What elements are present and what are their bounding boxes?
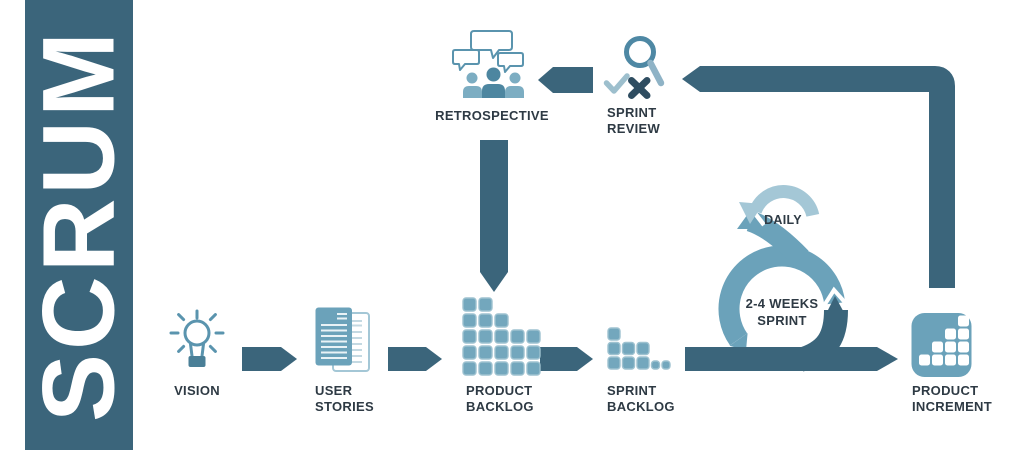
product-increment-label: PRODUCT INCREMENT	[912, 383, 992, 414]
user-stories-label: USER STORIES	[315, 383, 374, 414]
x-icon	[628, 77, 651, 99]
backlog-to-sprint-arrow	[540, 347, 593, 371]
title-banner: SCRUM	[22, 0, 136, 450]
sprint-backlog-label: SPRINT BACKLOG	[607, 383, 675, 414]
magnifier-review-icon	[603, 36, 665, 99]
lightbulb-icon	[169, 309, 225, 367]
vision-to-stories-arrow	[242, 347, 297, 371]
backlog-grid-icon	[462, 297, 541, 376]
stories-to-backlog-arrow	[388, 347, 442, 371]
daily-label: DAILY	[764, 213, 802, 227]
team-discussion-icon	[452, 30, 524, 98]
sprint-cycle-label: 2-4 WEEKS SPRINT	[745, 296, 819, 328]
retrospective-label: RETROSPECTIVE	[435, 108, 549, 123]
sprint-to-increment-band	[685, 347, 898, 371]
daily-loop-arc	[749, 185, 820, 218]
speech-bubbles	[452, 30, 524, 73]
feedback-band	[682, 66, 955, 288]
vision-label: VISION	[174, 383, 220, 398]
product-backlog-label: PRODUCT BACKLOG	[466, 383, 534, 414]
magnifier-handle	[647, 59, 665, 87]
people-silhouettes	[463, 67, 524, 98]
magnifier-glass	[624, 36, 656, 68]
sprint-cycle-arc	[718, 245, 846, 346]
daily-loop-arrowhead	[739, 202, 763, 224]
sprint-loop	[718, 185, 851, 372]
check-icon	[603, 73, 630, 94]
sprint-review-label: SPRINT REVIEW	[607, 105, 661, 136]
retro-to-backlog-arrow	[480, 140, 508, 292]
sprint-backlog-grid-icon	[607, 327, 671, 370]
increment-stairs-icon	[911, 313, 972, 377]
documents-icon	[315, 307, 370, 372]
review-to-retro-arrow	[538, 67, 593, 93]
sprint-cycle-arrowhead	[729, 333, 748, 351]
